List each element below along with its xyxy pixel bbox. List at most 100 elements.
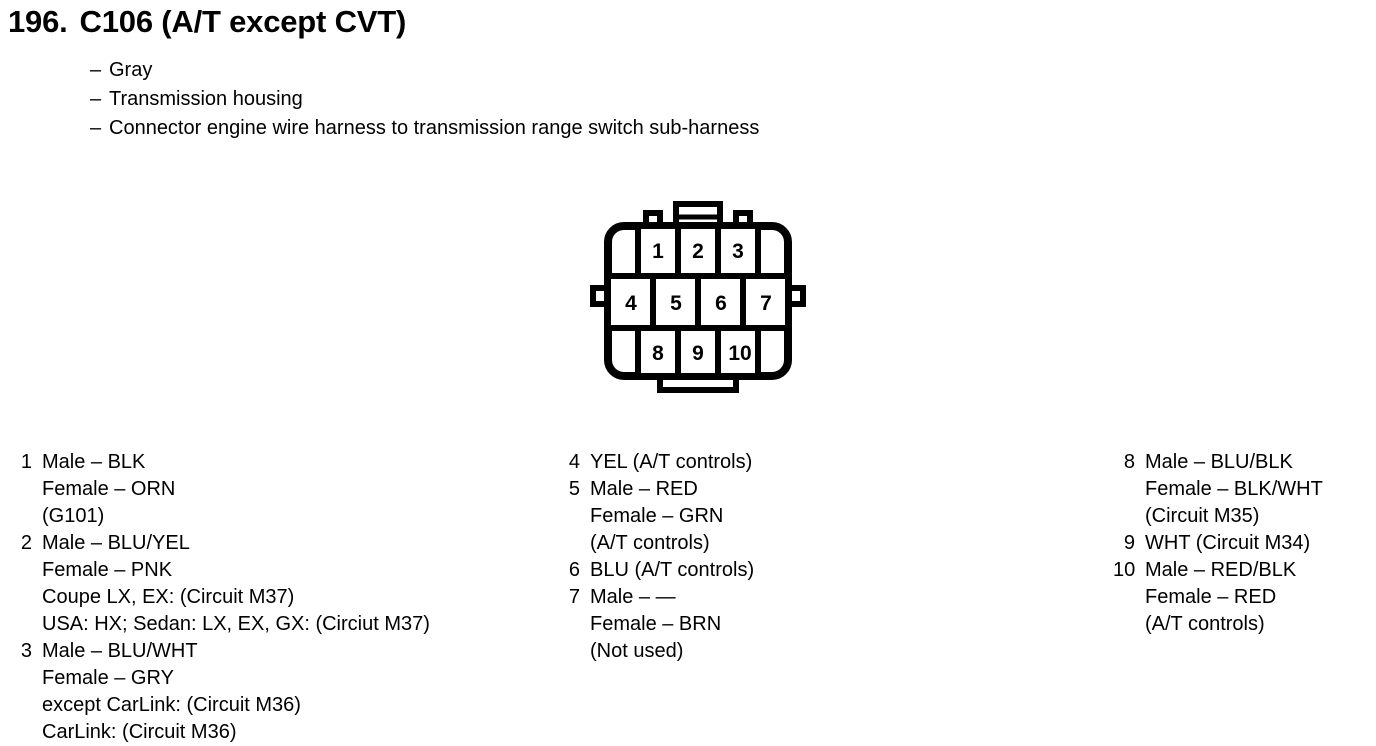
pin-entry: 3 Male – BLU/WHT Female – GRY except CarLin… [14,638,554,746]
pin-description: WHT (Circuit M34) [1145,532,1311,554]
pin-entry-line: Coupe LX, EX: (Circuit M37) [14,584,554,611]
pin-entry: 5 Male – RED Female – GRN (A/T controls) [562,476,1102,557]
pin-description: (A/T controls) [1145,613,1265,635]
pin-description: (Not used) [590,640,684,662]
pin-description: Male – — [590,586,676,608]
pin-number: 6 [568,559,580,581]
pin-description: (G101) [42,505,105,527]
connector-pin-7: 7 [760,292,772,315]
connector-pin-10: 10 [728,342,751,365]
connector-pin-8: 8 [652,342,664,365]
connector-pin-4: 4 [625,292,637,315]
pin-description: Male – BLU/WHT [42,640,198,662]
description-item-label: Connector engine wire harness to transmi… [109,117,760,139]
pin-number: 9 [1123,532,1135,554]
pin-description: Female – GRN [590,505,724,527]
pin-entry-line: Female – RED [1113,584,1376,611]
dash-icon: – [90,59,102,81]
pin-description: BLU (A/T controls) [590,559,755,581]
page-title: 196. C106 (A/T except CVT) [8,4,406,40]
pin-number: 4 [568,451,580,473]
pin-entry-line: 4 YEL (A/T controls) [562,449,1102,476]
pin-description: except CarLink: (Circuit M36) [42,694,301,716]
pin-description: Male – RED/BLK [1145,559,1297,581]
pin-entry-line: (Circuit M35) [1113,503,1376,530]
pin-entry: 6 BLU (A/T controls) [562,557,1102,584]
connector-svg: 1 2 3 4 5 6 7 8 9 10 [590,201,806,393]
pin-legend-column-right: 8 Male – BLU/BLK Female – BLK/WHT (Circuit … [1113,449,1376,638]
pin-entry: 2 Male – BLU/YEL Female – PNK Coupe LX, EX:… [14,530,554,638]
pin-entry: 4 YEL (A/T controls) [562,449,1102,476]
pin-entry-line: Female – ORN [14,476,554,503]
pin-description: Female – PNK [42,559,173,581]
pin-entry-line: Female – GRN [562,503,1102,530]
pin-description: CarLink: (Circuit M36) [42,721,237,743]
pin-entry-line: (A/T controls) [562,530,1102,557]
pin-legend-column-middle: 4 YEL (A/T controls) 5 Male – RED Female – G… [562,449,1102,665]
pin-entry-line: Female – GRY [14,665,554,692]
pin-entry-line: 8 Male – BLU/BLK [1113,449,1376,476]
page-number: 196. [8,4,68,39]
description-item-label: Gray [109,59,153,81]
description-item: –Transmission housing [90,85,1090,114]
pin-description: Male – BLK [42,451,146,473]
pin-description: Female – ORN [42,478,176,500]
connector-pin-9: 9 [692,342,704,365]
pin-entry-line: Female – PNK [14,557,554,584]
pin-description: Female – BLK/WHT [1145,478,1323,500]
pin-entry-line: 10 Male – RED/BLK [1113,557,1376,584]
pin-entry-line: 6 BLU (A/T controls) [562,557,1102,584]
connector-pin-3: 3 [732,240,744,263]
pin-number: 7 [568,586,580,608]
description-item: –Connector engine wire harness to transm… [90,114,1090,143]
pin-entry: 9 WHT (Circuit M34) [1113,530,1376,557]
pin-entry-line: (G101) [14,503,554,530]
pin-entry: 7 Male – — Female – BRN (Not used) [562,584,1102,665]
pin-entry-line: (Not used) [562,638,1102,665]
connector-pin-1: 1 [652,240,664,263]
pin-number: 8 [1123,451,1135,473]
connector-pin-5: 5 [670,292,682,315]
pin-number: 3 [20,640,32,662]
pin-entry-line: except CarLink: (Circuit M36) [14,692,554,719]
connector-pin-diagram: 1 2 3 4 5 6 7 8 9 10 [588,196,808,396]
pin-entry-line: 7 Male – — [562,584,1102,611]
pin-description: Female – RED [1145,586,1277,608]
pin-description: Male – BLU/YEL [42,532,190,554]
pin-description: Male – BLU/BLK [1145,451,1293,473]
pin-description: Male – RED [590,478,698,500]
connector-title: C106 (A/T except CVT) [79,4,407,39]
pin-entry-line: USA: HX; Sedan: LX, EX, GX: (Circiut M37… [14,611,554,638]
connector-pin-numbers: 1 2 3 4 5 6 7 8 9 10 [625,240,772,365]
pin-entry: 8 Male – BLU/BLK Female – BLK/WHT (Circuit … [1113,449,1376,530]
pin-entry-line: 3 Male – BLU/WHT [14,638,554,665]
description-item: –Gray [90,56,1090,85]
pin-entry-line: 2 Male – BLU/YEL [14,530,554,557]
pin-entry-line: Female – BLK/WHT [1113,476,1376,503]
pin-entry-line: Female – BRN [562,611,1102,638]
pin-description: Female – GRY [42,667,174,689]
pin-number: 1 [20,451,32,473]
pin-description: Female – BRN [590,613,722,635]
pin-number: 2 [20,532,32,554]
pin-entry-line: CarLink: (Circuit M36) [14,719,554,746]
pin-entry-line: 1 Male – BLK [14,449,554,476]
pin-description: (A/T controls) [590,532,710,554]
pin-number: 10 [1113,559,1136,581]
dash-icon: – [90,117,102,139]
connector-pin-6: 6 [715,292,727,315]
pin-entry-line: (A/T controls) [1113,611,1376,638]
dash-icon: – [90,88,102,110]
pin-description: (Circuit M35) [1145,505,1260,527]
pin-number: 5 [568,478,580,500]
pin-description: Coupe LX, EX: (Circuit M37) [42,586,295,608]
description-list: –Gray–Transmission housing–Connector eng… [90,56,1090,143]
pin-entry-line: 9 WHT (Circuit M34) [1113,530,1376,557]
pin-entry: 1 Male – BLK Female – ORN (G101) [14,449,554,530]
pin-description: USA: HX; Sedan: LX, EX, GX: (Circiut M37… [42,613,430,635]
pin-entry-line: 5 Male – RED [562,476,1102,503]
connector-pin-2: 2 [692,240,704,263]
description-item-label: Transmission housing [109,88,303,110]
pin-description: YEL (A/T controls) [590,451,753,473]
